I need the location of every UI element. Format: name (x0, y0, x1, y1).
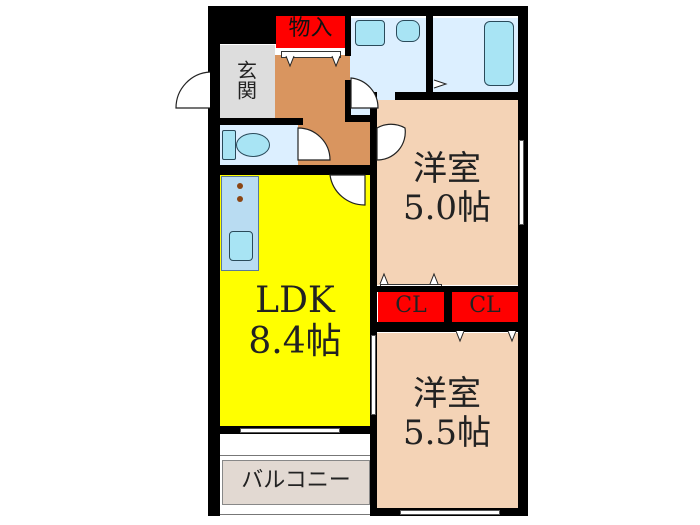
wall-bath-bottom (395, 92, 525, 100)
wall-wash-bottom (345, 115, 375, 122)
balcony-label: バルコニー (241, 468, 351, 493)
wall-wash-left (345, 80, 351, 122)
window-room2-bottom (400, 510, 500, 515)
closet-1 (378, 292, 444, 322)
toilet-bowl-icon (236, 133, 270, 157)
entrance-label: 玄関 (230, 60, 260, 100)
wall-right (518, 6, 528, 516)
ldk-size: 8.4帖 (248, 321, 342, 363)
storage-door-track (281, 51, 341, 58)
bathtub-icon (484, 21, 514, 86)
wall-wash-bath (426, 6, 433, 98)
toilet-tank-icon (222, 130, 236, 160)
wall-closets-divider (444, 286, 452, 332)
wall-room1-left (370, 92, 377, 512)
hallway-room-lower (303, 120, 373, 168)
western-room-2-size: 5.5帖 (402, 413, 492, 454)
wall-entrance-bottom (208, 118, 303, 125)
western-room-1-name: 洋室 (413, 149, 481, 189)
storage-label: 物入 (288, 16, 333, 41)
stove-burner-icon (237, 196, 243, 202)
sliding-door-ldk-room2[interactable] (371, 335, 376, 415)
western-room-2 (376, 333, 518, 511)
window-room1-right (519, 140, 524, 225)
entrance-room (220, 45, 275, 120)
wall-toilet-bottom (208, 165, 376, 175)
wall-left (208, 6, 220, 516)
balcony (222, 460, 370, 505)
western-room-1-size: 5.0帖 (402, 188, 492, 229)
western-room-2-name: 洋室 (413, 374, 481, 414)
western-room-2-label: 洋室 5.5帖 (376, 374, 518, 454)
wall-storage-right (345, 6, 351, 56)
washing-machine-icon (396, 20, 420, 42)
sink-icon (229, 231, 253, 261)
closet-2-label: CL (469, 293, 501, 318)
entrance-label-text: 玄関 (233, 60, 258, 100)
stove-burner-icon (237, 183, 243, 189)
western-room-1-label: 洋室 5.0帖 (376, 149, 518, 229)
closet-2 (452, 292, 518, 322)
washbasin-icon (355, 20, 385, 46)
ldk-name: LDK (255, 280, 335, 321)
ldk-label: LDK 8.4帖 (220, 280, 370, 363)
wall-top (208, 6, 528, 16)
window-ldk-bottom (240, 428, 340, 433)
storage-closet (276, 12, 345, 48)
closet-1-label: CL (395, 293, 427, 318)
